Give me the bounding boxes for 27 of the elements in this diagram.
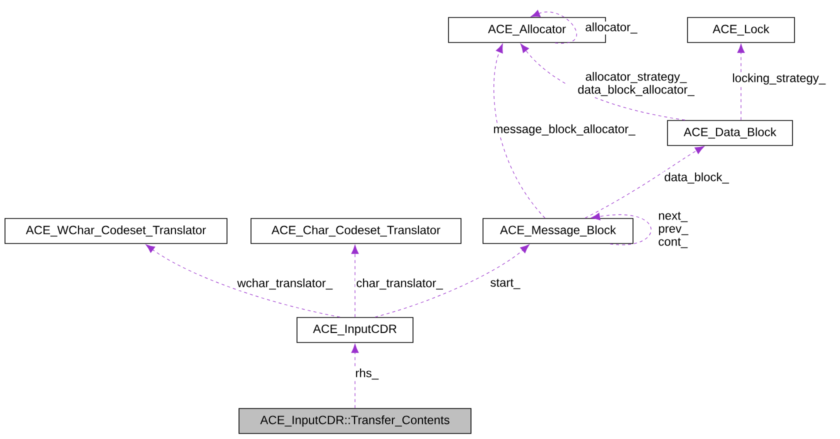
class-box: ACE_InputCDR	[296, 317, 414, 343]
arrow	[146, 244, 340, 318]
arrow	[494, 44, 546, 218]
edge-label: allocator_strategy_ data_block_allocator_	[568, 70, 704, 98]
edge-label: char_translator_	[355, 277, 444, 291]
arrow	[737, 44, 745, 120]
arrow	[590, 212, 652, 246]
edge-label: start_	[489, 278, 522, 290]
class-box: ACE_Lock	[687, 17, 795, 43]
arrow	[351, 244, 359, 318]
edge-label: rhs_	[354, 367, 380, 381]
arrow	[530, 10, 577, 44]
class-box: ACE_Char_Codeset_Translator	[250, 218, 462, 244]
arrow	[351, 344, 359, 408]
edge-label: locking_strategy_	[731, 72, 827, 86]
arrow	[374, 244, 530, 318]
class-box: ACE_InputCDR::Transfer_Contents	[238, 408, 472, 434]
edge-label: message_block_allocator_	[492, 123, 636, 137]
edge-label: next_ prev_ cont_	[657, 210, 694, 250]
edge-label: allocator_	[584, 21, 638, 35]
class-box: ACE_Message_Block	[482, 218, 634, 244]
edge-label: wchar_translator_	[236, 277, 334, 291]
class-box: ACE_WChar_Codeset_Translator	[4, 218, 228, 244]
arrow	[584, 146, 704, 218]
arrow	[520, 44, 686, 120]
edge-label: data_block_	[663, 171, 730, 185]
class-box: ACE_Data_Block	[667, 120, 793, 146]
